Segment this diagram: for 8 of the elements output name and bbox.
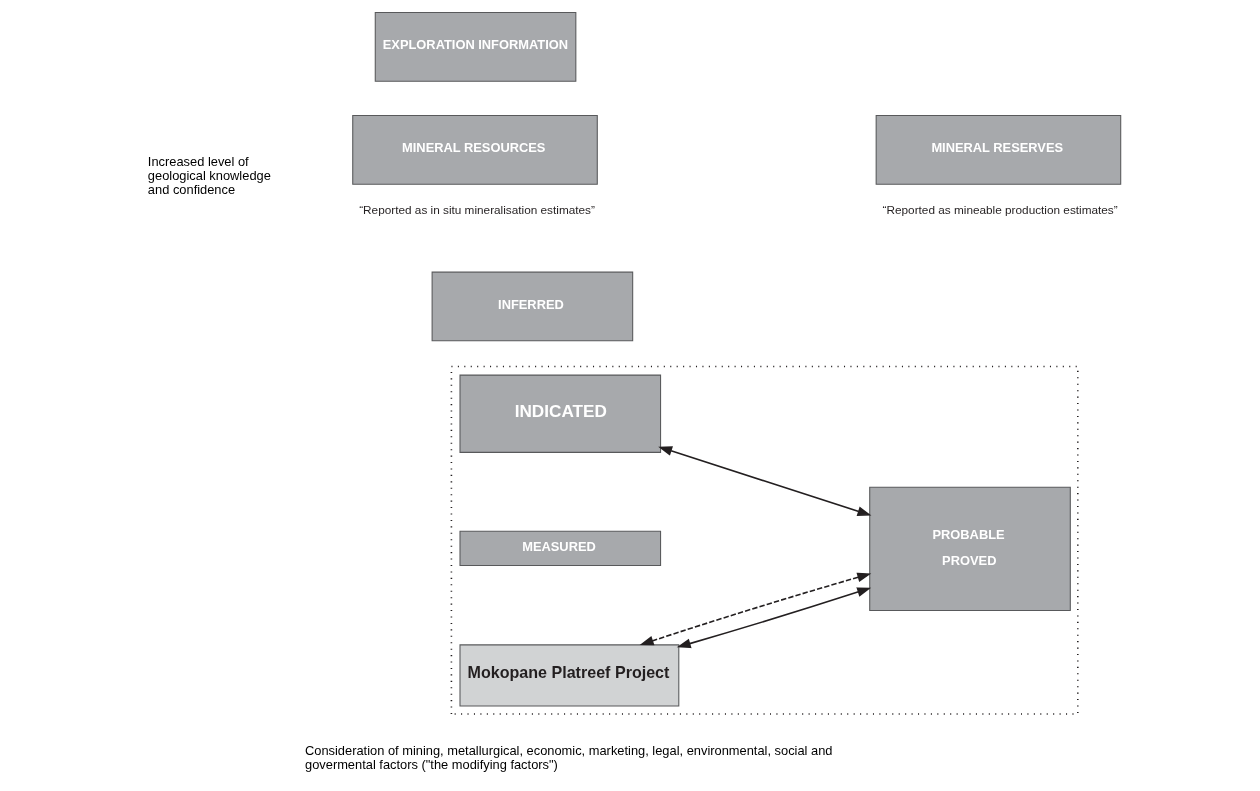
arrow	[676, 587, 872, 649]
node-label: “Reported as mineable production estimates”	[882, 203, 1118, 217]
arrow	[658, 446, 872, 516]
label: Increased level of geological knowledge and confidence	[147, 154, 271, 197]
node-label: “Reported as in situ mineralisation estimates”	[359, 203, 595, 217]
cluster	[450, 365, 1079, 715]
arrow	[639, 572, 872, 646]
label: Consideration of mining, metallurgical, economic, marketing, legal, environmental, social and govermental factors ("the modifying factors")	[305, 743, 833, 773]
